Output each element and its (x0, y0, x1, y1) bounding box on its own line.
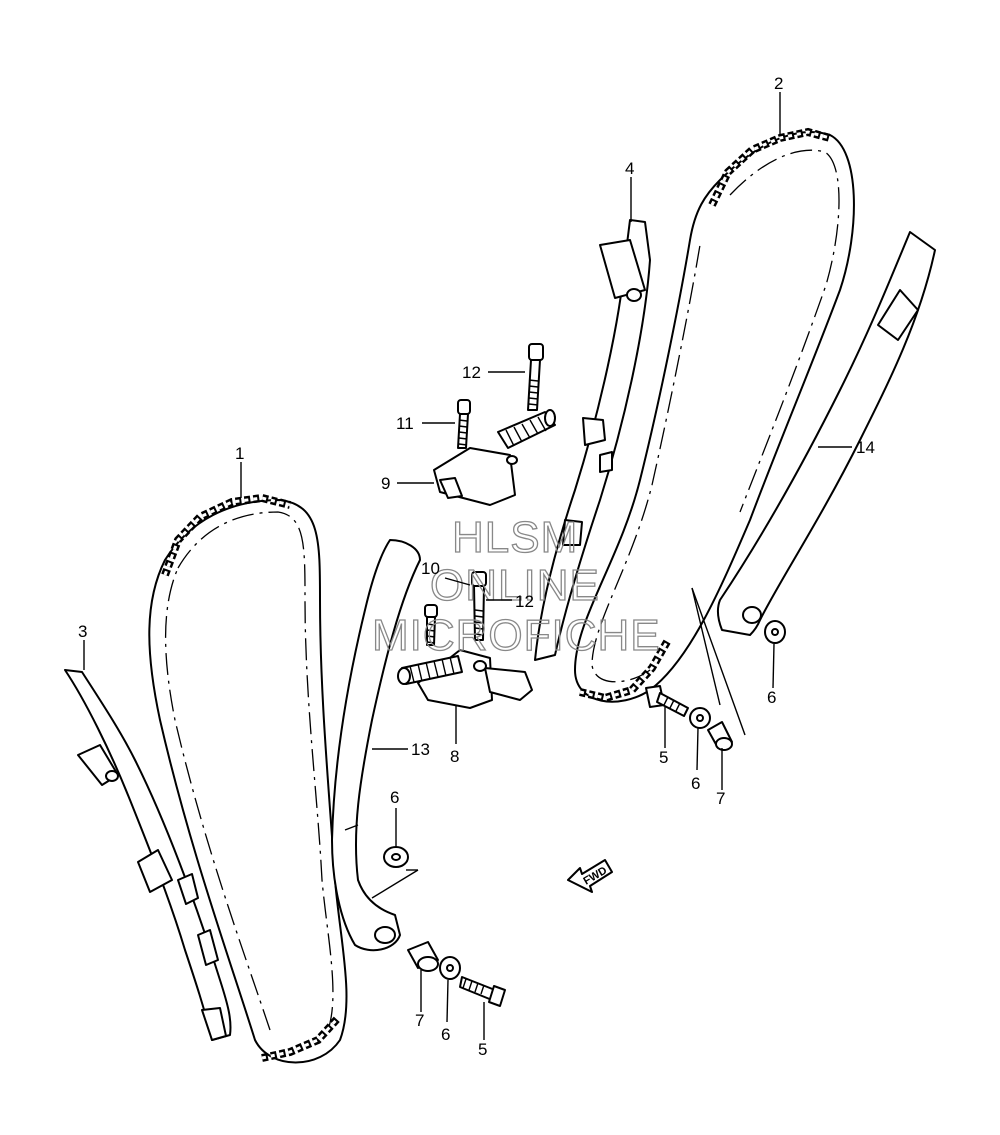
callout-7-lower: 7 (415, 1011, 424, 1030)
chain-guide-left (64, 669, 232, 1041)
washer-6-right (689, 707, 711, 729)
callout-7-right: 7 (716, 789, 725, 808)
chain-guide-right-14 (716, 231, 936, 636)
leader-lines (83, 92, 852, 1040)
collar-7-right (707, 721, 733, 751)
washer-6-mid-left (383, 846, 409, 868)
callout-8: 8 (450, 747, 459, 766)
chain-links-rear-top (708, 127, 832, 207)
fwd-label: FWD (581, 865, 609, 888)
callout-12-lower: 12 (515, 592, 534, 611)
tensioner-adjuster-9 (433, 409, 556, 506)
watermark-line-2: ONLINE (430, 561, 600, 610)
chain-links-front-bottom (261, 1015, 341, 1062)
assembly-lines (371, 587, 746, 899)
callout-13: 13 (411, 740, 430, 759)
callout-9: 9 (381, 474, 390, 493)
tensioner-spring-8 (397, 655, 463, 685)
callout-1: 1 (235, 444, 244, 463)
tensioner-adjuster-8 (397, 649, 533, 709)
callout-3: 3 (78, 622, 87, 641)
callout-6-far-right: 6 (767, 688, 776, 707)
callout-6-lower: 6 (441, 1025, 450, 1044)
callout-6-right: 6 (691, 774, 700, 793)
forward-direction-arrow: FWD (567, 859, 613, 893)
collar-7-lower (407, 941, 439, 972)
tensioner-spring-9 (497, 409, 556, 449)
bolt-11 (457, 399, 471, 449)
callout-5-lower: 5 (478, 1040, 487, 1059)
bolt-10 (424, 604, 438, 646)
watermark: HLSM ONLINE MICROFICHE (371, 512, 661, 660)
callout-labels: 1 2 3 4 5 5 6 6 6 6 7 7 8 9 10 11 12 12 … (78, 74, 875, 1059)
bolt-5-right (645, 685, 689, 717)
callout-12-upper: 12 (462, 363, 481, 382)
callout-10: 10 (421, 559, 440, 578)
bolt-12-lower (471, 571, 487, 641)
callout-14: 14 (856, 438, 875, 457)
callout-4: 4 (625, 159, 634, 178)
watermark-line-1: HLSM (452, 513, 578, 562)
callout-6-mid-left: 6 (390, 788, 399, 807)
cam-chain-front (148, 493, 348, 1064)
washer-6-far-right (764, 620, 786, 644)
callout-5-right: 5 (659, 748, 668, 767)
callout-11: 11 (396, 414, 414, 433)
chain-tensioner-guide-13 (331, 539, 421, 952)
bolt-5-lower (459, 976, 506, 1007)
cam-chain-rear (573, 127, 855, 703)
chain-guide-upper-4 (534, 219, 651, 661)
watermark-line-3: MICROFICHE (372, 611, 661, 660)
chain-links-front-top (161, 493, 291, 577)
washer-6-lower (439, 956, 461, 980)
chain-links-rear-bottom (579, 638, 672, 703)
bolt-12-upper (527, 343, 544, 411)
callout-2: 2 (774, 74, 783, 93)
